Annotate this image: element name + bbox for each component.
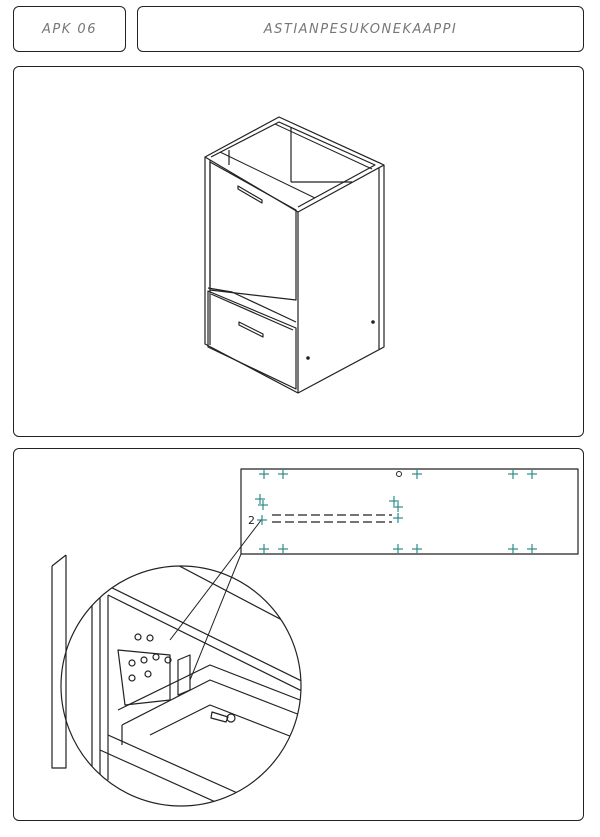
marker bbox=[257, 515, 267, 525]
cabinet-illustration bbox=[204, 116, 385, 394]
marker bbox=[259, 544, 269, 554]
marker bbox=[389, 496, 399, 506]
marker bbox=[412, 544, 422, 554]
hole-markers bbox=[255, 469, 537, 554]
marker bbox=[508, 469, 518, 479]
marker bbox=[412, 469, 422, 479]
pilot-hole bbox=[396, 471, 402, 477]
marker bbox=[278, 469, 288, 479]
model-code-box: APK 06 bbox=[13, 6, 126, 52]
marker bbox=[278, 544, 288, 554]
product-title-box: ASTIANPESUKONEKAAPPI bbox=[137, 6, 584, 52]
marker bbox=[255, 494, 265, 504]
marker bbox=[527, 544, 537, 554]
hole-marker-label: 2 bbox=[248, 514, 255, 527]
marker bbox=[259, 469, 269, 479]
hole-template bbox=[240, 468, 579, 555]
marker bbox=[527, 469, 537, 479]
rail-guide bbox=[272, 514, 392, 523]
product-title: ASTIANPESUKONEKAAPPI bbox=[263, 21, 458, 37]
model-code: APK 06 bbox=[42, 21, 97, 37]
marker bbox=[393, 502, 403, 512]
marker bbox=[258, 500, 268, 510]
marker bbox=[393, 544, 403, 554]
marker bbox=[393, 513, 403, 523]
marker bbox=[508, 544, 518, 554]
magnified-detail bbox=[51, 554, 302, 807]
